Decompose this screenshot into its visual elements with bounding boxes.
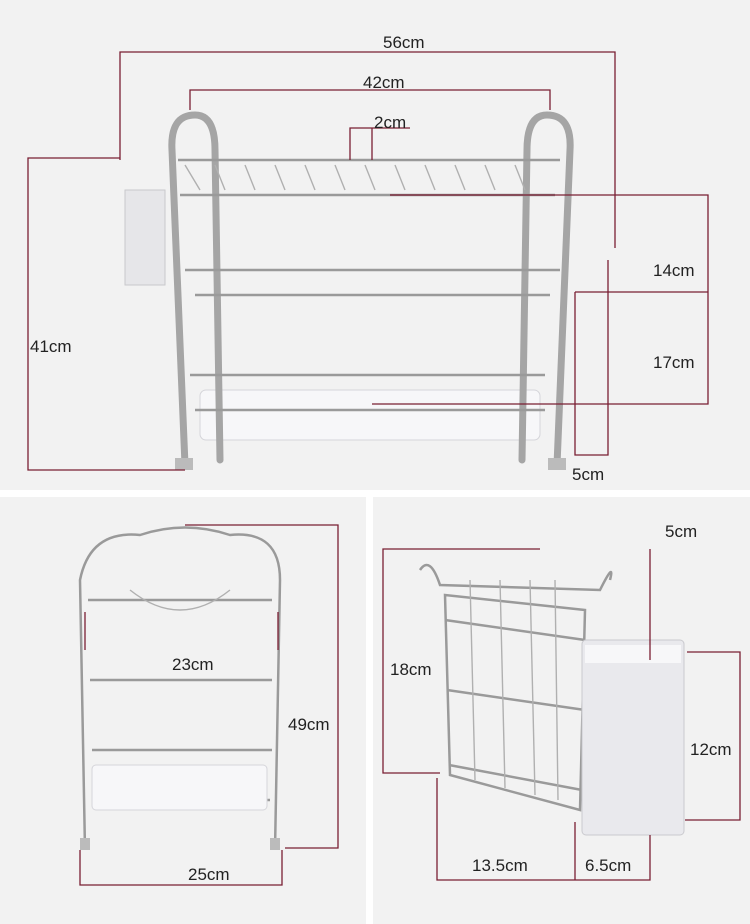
label-gap-14: 14cm [653,261,695,280]
utensil-holder [418,563,685,836]
dish-rack-side [78,526,282,851]
label-spacing-2: 2cm [374,113,406,132]
label-rack-height-18: 18cm [390,660,432,679]
label-rack-width-13-5: 13.5cm [472,856,528,875]
label-width-56: 56cm [383,33,425,52]
label-height-49: 49cm [288,715,330,734]
label-foot-5: 5cm [572,465,604,484]
label-depth-25: 25cm [188,865,230,884]
label-depth-23: 23cm [172,655,214,674]
label-cup-depth-6-5: 6.5cm [585,856,631,875]
label-height-41: 41cm [30,337,72,356]
label-width-42: 42cm [363,73,405,92]
holder-view-panel [373,497,750,924]
label-gap-17: 17cm [653,353,695,372]
label-cup-width-5: 5cm [665,522,697,541]
dish-rack-front [124,111,574,470]
side-view-panel [0,497,366,924]
label-cup-height-12: 12cm [690,740,732,759]
